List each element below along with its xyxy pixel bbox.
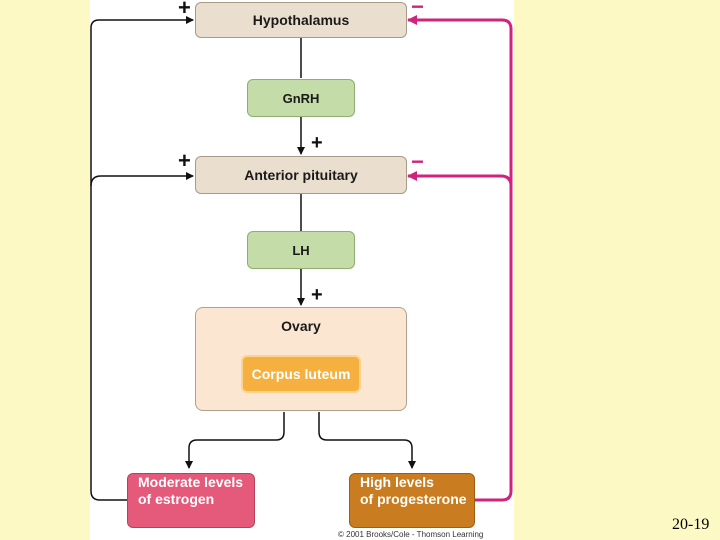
progesterone-to-pituitary-branch [407, 171, 513, 187]
ovary-to-progesterone-arrow [318, 412, 416, 469]
ovary-to-estrogen-arrow [185, 412, 285, 469]
hypothalamus-plus-sign: + [178, 0, 191, 20]
lh-plus-sign: + [311, 284, 323, 306]
progesterone-box: High levels of progesterone [349, 473, 475, 528]
ovary-label: Ovary [281, 318, 321, 334]
pituitary-plus-sign: + [178, 148, 191, 173]
slide-number: 20-19 [672, 516, 710, 533]
anterior-pituitary-box: Anterior pituitary [195, 156, 407, 194]
gnrh-box: GnRH [247, 79, 355, 117]
estrogen-label-line2: of estrogen [138, 491, 215, 507]
estrogen-to-pituitary-branch [90, 172, 194, 187]
hypothalamus-box: Hypothalamus [195, 2, 407, 38]
estrogen-box: Moderate levels of estrogen [127, 473, 255, 528]
estrogen-positive-feedback-loop [90, 16, 194, 501]
copyright-credit: © 2001 Brooks/Cole - Thomson Learning [338, 530, 484, 539]
progesterone-label-line1: High levels [360, 474, 434, 490]
pituitary-minus-sign: − [411, 149, 424, 174]
corpus-luteum-box: Corpus luteum [241, 355, 361, 393]
progesterone-negative-feedback-loop [407, 15, 513, 502]
hypothalamus-minus-sign: − [411, 0, 424, 19]
progesterone-label-line2: of progesterone [360, 491, 467, 507]
lh-box: LH [247, 231, 355, 269]
gnrh-plus-sign: + [311, 132, 323, 154]
estrogen-label-line1: Moderate levels [138, 474, 244, 490]
